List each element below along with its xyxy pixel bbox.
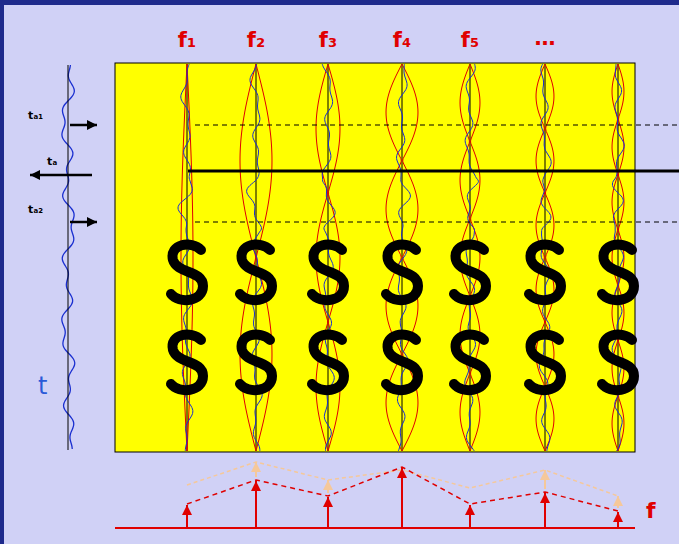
break-symbol: [454, 245, 486, 301]
spectrum-group: [115, 462, 635, 528]
spectrum-arrow-head: [251, 462, 261, 472]
break-symbol: [529, 245, 561, 301]
break-symbol: [454, 335, 486, 391]
frequency-label: …: [535, 28, 556, 49]
break-symbol: [602, 335, 634, 391]
break-symbol: [312, 245, 344, 301]
axis-label: t: [38, 374, 47, 398]
spectrum-arrow-head: [613, 512, 623, 522]
break-symbol: [240, 245, 272, 301]
frequency-axis: [115, 527, 635, 529]
break-symbol: [529, 335, 561, 391]
time-arrow-head: [87, 120, 97, 130]
frequency-label: f₃: [319, 30, 337, 51]
break-symbol: [386, 245, 418, 301]
time-label: tₐ: [47, 156, 57, 167]
break-symbol: [602, 245, 634, 301]
window-line: [195, 125, 679, 126]
trace-group: [178, 64, 624, 451]
frequency-label: f₅: [461, 30, 479, 51]
background-panel: [4, 5, 679, 544]
section-panel: [115, 63, 635, 452]
seismic-trace: [62, 65, 75, 449]
time-marks: [30, 65, 97, 450]
break-symbol: [171, 245, 203, 301]
window-line: [195, 222, 679, 223]
time-line: [188, 170, 679, 173]
spectrum-arrow-head: [182, 505, 192, 515]
frequency-label: f₄: [393, 30, 411, 51]
break-symbol: [171, 335, 203, 391]
break-symbol: [312, 335, 344, 391]
break-group: [171, 245, 634, 391]
spectrum-arrow-head: [540, 470, 550, 480]
trace-axis: [68, 65, 69, 450]
time-arrow-head: [30, 170, 40, 180]
break-symbol: [240, 335, 272, 391]
spectrum-arrow-head: [540, 493, 550, 503]
spectrum-arrow-head: [323, 497, 333, 507]
frequency-label: f₁: [178, 30, 196, 51]
time-label: tₐ₂: [28, 204, 43, 215]
spectrum-arrow-head: [251, 481, 261, 491]
time-arrow-head: [87, 217, 97, 227]
axis-label: f: [646, 500, 656, 522]
break-symbol: [386, 335, 418, 391]
spectrum-arrow-head: [465, 505, 475, 515]
spectrum-arrow-head: [397, 468, 407, 478]
spectrum-arrow-head: [323, 480, 333, 490]
time-label: tₐ₁: [28, 110, 43, 121]
frequency-label: f₂: [247, 30, 265, 51]
spectrum-arrow-head: [613, 496, 623, 506]
